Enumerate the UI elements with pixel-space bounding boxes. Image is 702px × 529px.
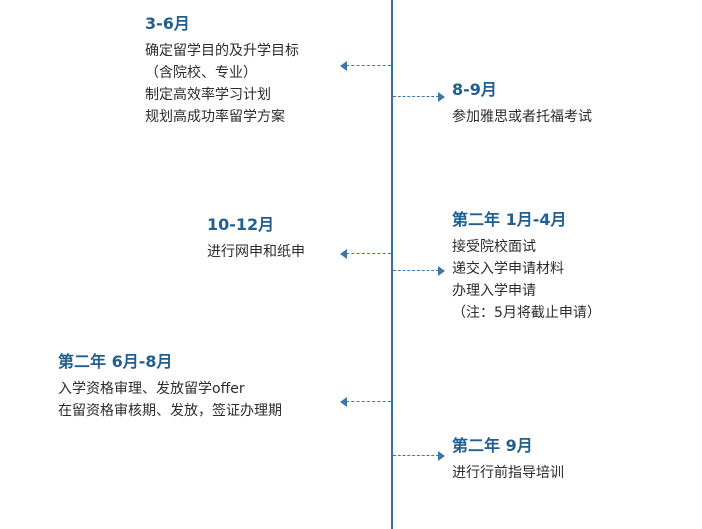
dashed-line — [393, 96, 439, 97]
timeline-axis — [391, 0, 393, 529]
milestone-title: 8-9月 — [452, 80, 497, 99]
connector-arrow-left — [340, 61, 391, 71]
milestone-line: 入学资格审理、发放留学offer — [58, 381, 245, 397]
milestone-line: （含院校、专业） — [145, 65, 257, 81]
milestone-line: 确定留学目的及升学目标 — [145, 43, 299, 59]
connector-arrow-left — [340, 397, 391, 407]
milestone-next-6-8: 第二年 6月-8月 入学资格审理、发放留学offer 在留资格审核期、发放，签证… — [58, 352, 282, 422]
milestone-line: 规划高成功率留学方案 — [145, 109, 285, 125]
milestone-next-9: 第二年 9月 进行行前指导培训 — [452, 436, 564, 484]
dashed-line — [346, 253, 391, 254]
milestone-line: 递交入学申请材料 — [452, 261, 564, 277]
connector-arrow-right — [393, 451, 445, 461]
milestone-line: 进行网申和纸申 — [207, 244, 305, 260]
milestone-title: 10-12月 — [207, 215, 275, 234]
arrowhead-left-icon — [340, 397, 347, 407]
milestone-8-9: 8-9月 参加雅思或者托福考试 — [452, 80, 592, 128]
milestone-line: 接受院校面试 — [452, 239, 536, 255]
milestone-next-1-4: 第二年 1月-4月 接受院校面试 递交入学申请材料 办理入学申请 （注：5月将截… — [452, 210, 601, 324]
dashed-line — [346, 65, 391, 66]
arrowhead-left-icon — [340, 61, 347, 71]
milestone-line: 参加雅思或者托福考试 — [452, 109, 592, 125]
milestone-line: 办理入学申请 — [452, 283, 536, 299]
dashed-line — [393, 455, 439, 456]
arrowhead-right-icon — [438, 92, 445, 102]
connector-arrow-right — [393, 266, 445, 276]
arrowhead-right-icon — [438, 266, 445, 276]
connector-arrow-left — [340, 249, 391, 259]
arrowhead-right-icon — [438, 451, 445, 461]
dashed-line — [346, 401, 391, 402]
milestone-line: （注：5月将截止申请） — [452, 305, 601, 321]
dashed-line — [393, 270, 439, 271]
milestone-title: 3-6月 — [145, 14, 190, 33]
milestone-3-6: 3-6月 确定留学目的及升学目标 （含院校、专业） 制定高效率学习计划 规划高成… — [145, 14, 299, 128]
milestone-line: 制定高效率学习计划 — [145, 87, 271, 103]
connector-arrow-right — [393, 92, 445, 102]
milestone-title: 第二年 9月 — [452, 436, 533, 455]
milestone-title: 第二年 6月-8月 — [58, 352, 173, 371]
milestone-title: 第二年 1月-4月 — [452, 210, 567, 229]
milestone-10-12: 10-12月 进行网申和纸申 — [207, 215, 305, 263]
milestone-line: 进行行前指导培训 — [452, 465, 564, 481]
arrowhead-left-icon — [340, 249, 347, 259]
milestone-line: 在留资格审核期、发放，签证办理期 — [58, 403, 282, 419]
